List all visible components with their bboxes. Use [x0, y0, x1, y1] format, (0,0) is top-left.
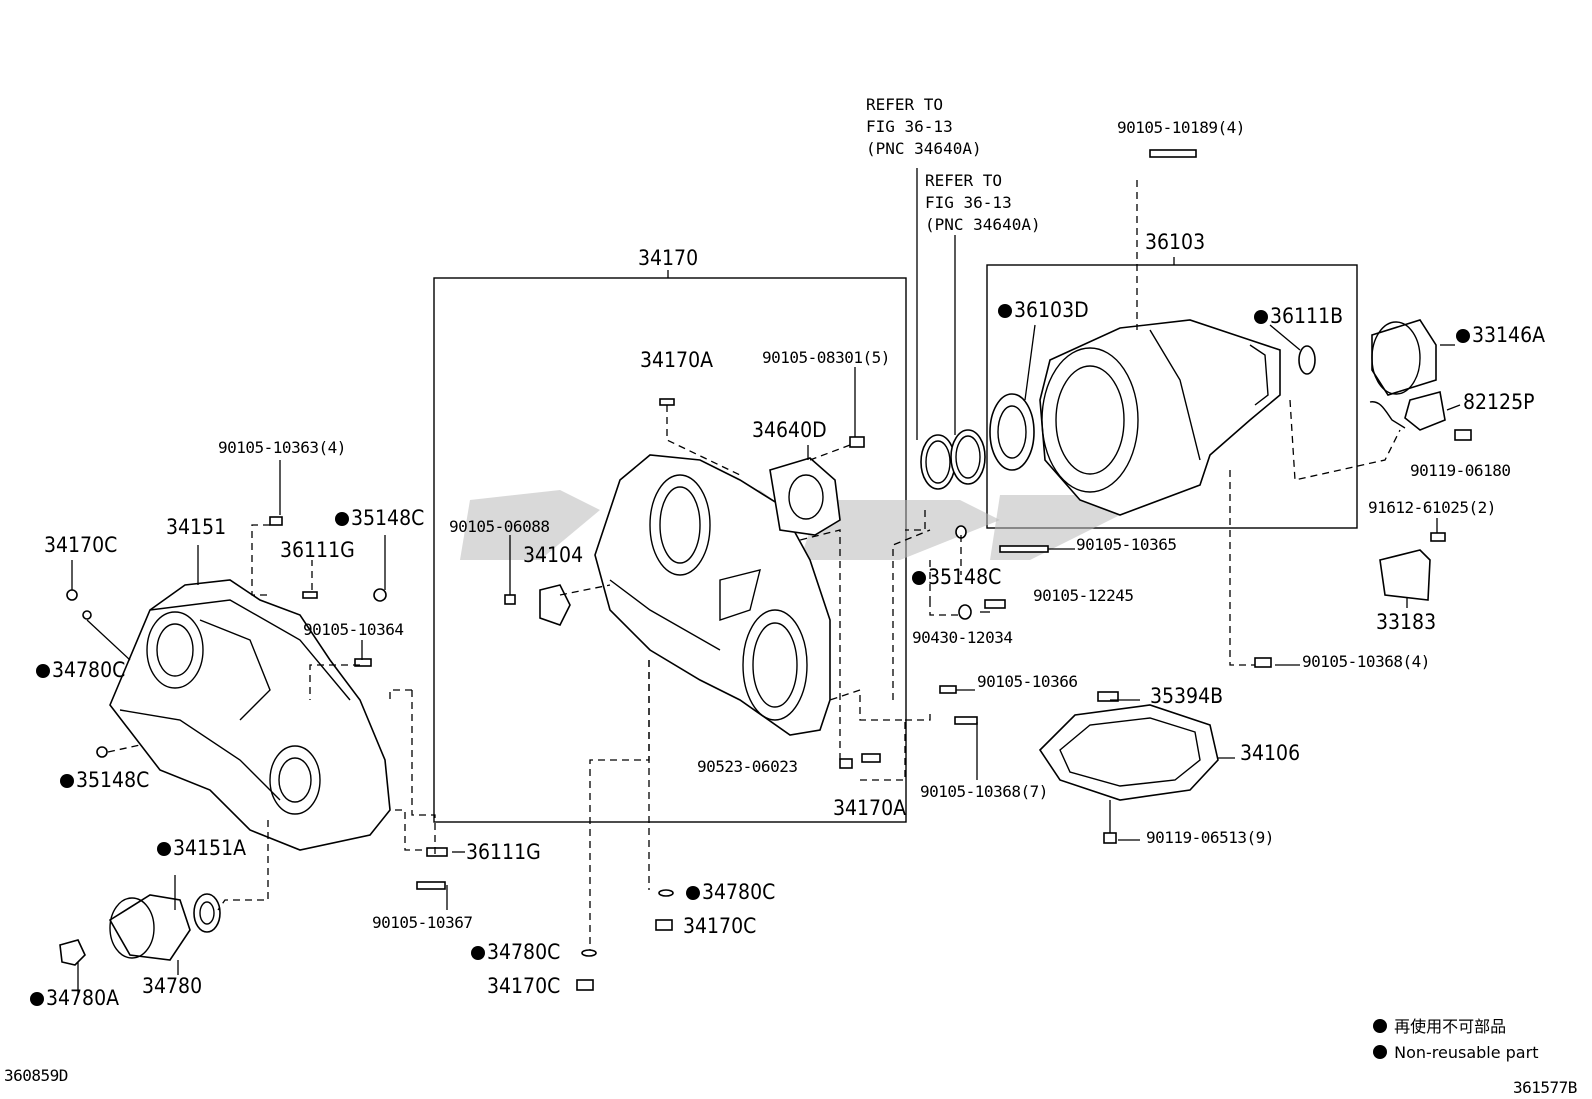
part-label: 90105-08301(5) — [762, 348, 890, 367]
part-label: 90105-12245 — [1033, 586, 1134, 605]
part-label: 90105-10366 — [977, 672, 1078, 691]
group-frame-36103 — [986, 264, 1358, 529]
part-label: 34780A — [30, 988, 119, 1009]
refer-note-a: REFER TO FIG 36-13 (PNC 34640A) — [866, 95, 982, 158]
refer-note-b: REFER TO FIG 36-13 (PNC 34640A) — [925, 171, 1041, 234]
part-label: 90105-10368(4) — [1302, 652, 1430, 671]
part-label: 90105-10365 — [1076, 535, 1177, 554]
transfer-case-housing-34151 — [109, 579, 391, 851]
non-reusable-mark — [912, 571, 926, 585]
part-label: 34151A — [157, 838, 246, 859]
part-label: 90105-10364 — [303, 620, 404, 639]
part-label: 90105-10368(7) — [920, 782, 1048, 801]
part-label: 33183 — [1376, 610, 1437, 634]
part-label: 34170A — [833, 796, 907, 820]
transfer-case-cover-34170 — [594, 454, 831, 736]
legend-english: Non-reusable part — [1373, 1045, 1538, 1061]
part-label: 35148C — [335, 508, 424, 529]
non-reusable-mark — [998, 304, 1012, 318]
part-label: 36111B — [1254, 306, 1343, 327]
part-label: 34151 — [166, 515, 227, 539]
part-label: 90105-10367 — [372, 913, 473, 932]
part-label: 34780C — [686, 882, 775, 903]
extension-housing-36103 — [1039, 319, 1281, 516]
part-label: 90105-06088 — [449, 517, 550, 536]
non-reusable-mark — [157, 842, 171, 856]
part-label: 33146A — [1456, 325, 1545, 346]
part-label: 91612-61025(2) — [1368, 498, 1496, 517]
non-reusable-mark — [36, 664, 50, 678]
non-reusable-mark — [1254, 310, 1268, 324]
part-label: 90119-06180 — [1410, 461, 1511, 480]
non-reusable-mark — [1373, 1019, 1387, 1033]
part-label: 34170C — [487, 974, 561, 998]
part-label: 34780 — [142, 974, 203, 998]
part-label: 90430-12034 — [912, 628, 1013, 647]
leader-lines — [71, 168, 1461, 995]
part-label: 90523-06023 — [697, 757, 798, 776]
part-label: 34780C — [471, 942, 560, 963]
part-label: 35148C — [60, 770, 149, 791]
part-label: 90105-10189(4) — [1117, 118, 1245, 137]
part-label: 34170C — [683, 914, 757, 938]
non-reusable-mark — [1456, 329, 1470, 343]
group-label-36103: 36103 — [1145, 230, 1206, 254]
part-label: 36111G — [280, 538, 355, 562]
non-reusable-mark — [335, 512, 349, 526]
non-reusable-mark — [471, 946, 485, 960]
part-label: 35148C — [912, 567, 1001, 588]
part-label: 34170C — [44, 533, 118, 557]
group-label-34170: 34170 — [638, 246, 699, 270]
part-label: 34106 — [1240, 741, 1301, 765]
part-label: 35394B — [1150, 684, 1224, 708]
part-label: 36111G — [466, 840, 541, 864]
non-reusable-mark — [60, 774, 74, 788]
part-label: 36103D — [998, 300, 1089, 321]
illustration-code-right: 361577B — [1513, 1078, 1577, 1097]
part-label: 34640D — [752, 418, 827, 442]
illustration-code-left: 360859D — [4, 1066, 68, 1085]
part-label: 34170A — [640, 348, 714, 372]
legend-japanese: 再使用不可部品 — [1373, 1019, 1506, 1035]
non-reusable-mark — [686, 886, 700, 900]
part-label: 34104 — [523, 543, 584, 567]
part-label: 82125P — [1463, 390, 1535, 414]
part-label: 90119-06513(9) — [1146, 828, 1274, 847]
non-reusable-mark — [30, 992, 44, 1006]
part-label: 90105-10363(4) — [218, 438, 346, 457]
non-reusable-mark — [1373, 1045, 1387, 1059]
part-label: 34780C — [36, 660, 125, 681]
